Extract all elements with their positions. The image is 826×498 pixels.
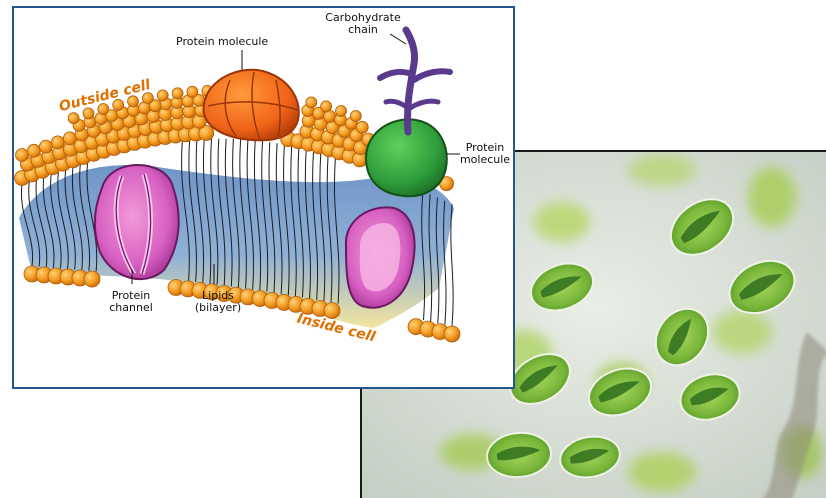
protein-molecule-top [204,70,299,141]
lipid-head [51,136,64,149]
lipid-tail [451,204,453,326]
membrane-illustration [14,8,513,387]
carbohydrate-branch [414,71,450,80]
label-carbohydrate-chain: Carbohydrate chain [322,12,404,36]
blurred-cell [712,310,772,354]
protein-channel-body [95,165,179,279]
carbohydrate-branch [386,101,408,108]
lipid-head [68,113,79,124]
blurred-cell [748,167,796,227]
lipid-head [16,149,29,162]
blurred-cell [628,452,696,492]
lipid-head [336,106,347,117]
lipid-head [39,140,52,153]
lipid-head [63,132,76,145]
carbohydrate-branch [380,72,412,78]
lipid-head [350,111,361,122]
lipid-head [321,101,332,112]
lipid-head [157,90,168,101]
blurred-cell [534,202,590,242]
cell-membrane-diagram: Protein molecule Carbohydrate chain Prot… [12,6,515,389]
lipid-head [187,86,198,97]
lipid-head [83,108,94,119]
label-protein-channel: Protein channel [102,290,160,314]
lipid-head [84,271,100,287]
label-lipids-bilayer: Lipids (bilayer) [190,290,246,314]
lipid-head [172,88,183,99]
carbohydrate-branch [410,101,438,108]
lipid-head [356,121,368,133]
label-protein-molecule-right: Protein molecule [458,142,512,166]
protein-molecule-top-body [204,70,299,141]
carbohydrate-chain [380,30,450,132]
protein-channel [95,165,179,279]
lipid-head [324,303,340,319]
lipid-head [27,144,40,157]
label-protein-molecule-top: Protein molecule [176,36,268,48]
blurred-cell [628,154,696,186]
lipid-head [306,97,317,108]
lipid-head [444,326,460,342]
